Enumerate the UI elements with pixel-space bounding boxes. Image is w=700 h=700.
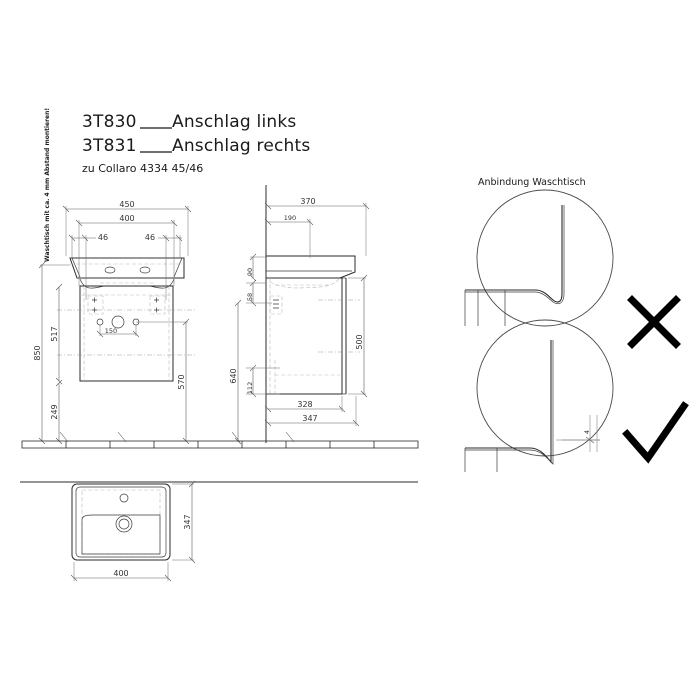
title-text-2: Anschlag rechts: [172, 136, 310, 156]
detail-wrong-geometry: [464, 205, 565, 326]
dim-basin-depth: 347: [264, 396, 360, 427]
title-code-2: 3T831: [82, 136, 137, 156]
dim-cabinet-depth: 328: [264, 396, 346, 413]
dim-plinth-offset-value: 112: [246, 382, 254, 394]
dim-plinth-height-value: 249: [50, 404, 59, 419]
floor-line: [21, 431, 419, 449]
front-mounting-brackets: [87, 295, 166, 315]
dim-basin-front-offset-value: 190: [284, 214, 296, 222]
dim-basin-thickness: 90: [246, 253, 266, 282]
dim-cabinet-width: 400: [75, 214, 178, 286]
side-mounting-bracket: [269, 295, 283, 315]
side-elevation-group: 370 190 90 58: [229, 185, 370, 445]
dim-plinth-offset: 112: [246, 364, 280, 398]
check-icon: [622, 401, 689, 464]
mounting-note: Waschtisch mit ca. 4 mm Abstand montiere…: [44, 108, 51, 262]
dim-plan-depth: 347: [172, 480, 196, 564]
dim-hole-spacing: 150: [96, 325, 140, 338]
title-text-1: Anschlag links: [172, 112, 296, 132]
dim-basin-depth-value: 347: [302, 414, 317, 423]
dim-side-cabinet-height: 500: [348, 274, 368, 398]
dim-front-cabinet-height: 570: [136, 318, 190, 445]
dim-overall-width-value: 450: [119, 200, 134, 209]
front-plumbing-holes: [96, 315, 140, 329]
front-washbasin: [69, 257, 185, 289]
dim-plinth-height: 249: [50, 379, 63, 445]
dim-plan-width-value: 400: [113, 569, 128, 578]
dim-top-gap: 58: [246, 279, 272, 307]
dim-top-gap-value: 58: [246, 293, 254, 301]
dim-basin-height-value: 517: [50, 326, 59, 341]
dim-hole-spacing-value: 150: [105, 327, 117, 335]
dim-overall-depth-value: 370: [300, 197, 315, 206]
dim-cabinet-depth-value: 328: [297, 400, 312, 409]
title-code-1: 3T830: [82, 112, 137, 132]
detail-gap-value: 4: [583, 430, 591, 434]
dim-plan-depth-value: 347: [183, 514, 192, 529]
dim-basin-front-offset: 190: [264, 214, 314, 258]
side-washbasin: [265, 255, 356, 289]
front-cabinet: [57, 285, 196, 382]
dim-overall-depth: 370: [264, 197, 370, 256]
dim-cabinet-to-floor-value: 640: [229, 368, 238, 383]
dim-basin-thickness-value: 90: [246, 268, 254, 276]
detail-wrong: [464, 189, 681, 349]
detail-heading: Anbindung Waschtisch: [478, 177, 586, 188]
plan-view-group: 347 400: [20, 480, 418, 582]
dim-cabinet-to-floor: 640: [229, 299, 242, 445]
cross-icon: [627, 295, 681, 349]
dim-total-height-value: 850: [33, 345, 42, 360]
mounting-note-text: Waschtisch mit ca. 4 mm Abstand montiere…: [44, 108, 51, 262]
subtitle: zu Collaro 4334 45/46: [82, 162, 203, 175]
title-block: 3T830 Anschlag links 3T831 Anschlag rech…: [82, 112, 310, 175]
front-elevation-group: 150 450 400: [33, 200, 196, 445]
detail-correct-geometry: 4: [464, 340, 600, 472]
dim-offset-right-value: 46: [145, 233, 155, 242]
plan-basin: [71, 483, 171, 561]
dim-overall-width: 450: [62, 200, 192, 256]
dim-cabinet-width-value: 400: [119, 214, 134, 223]
dim-basin-height: 517: [50, 283, 63, 385]
dim-front-cabinet-height-value: 570: [177, 374, 186, 389]
dim-offset-left-value: 46: [98, 233, 108, 242]
detail-correct: 4: [464, 319, 689, 472]
dim-offsets: 46 46: [68, 233, 183, 300]
dim-plan-width: 400: [70, 562, 172, 582]
detail-panels: Anbindung Waschtisch: [464, 177, 689, 472]
side-cabinet: [265, 277, 360, 395]
dim-side-cabinet-height-value: 500: [355, 334, 364, 349]
